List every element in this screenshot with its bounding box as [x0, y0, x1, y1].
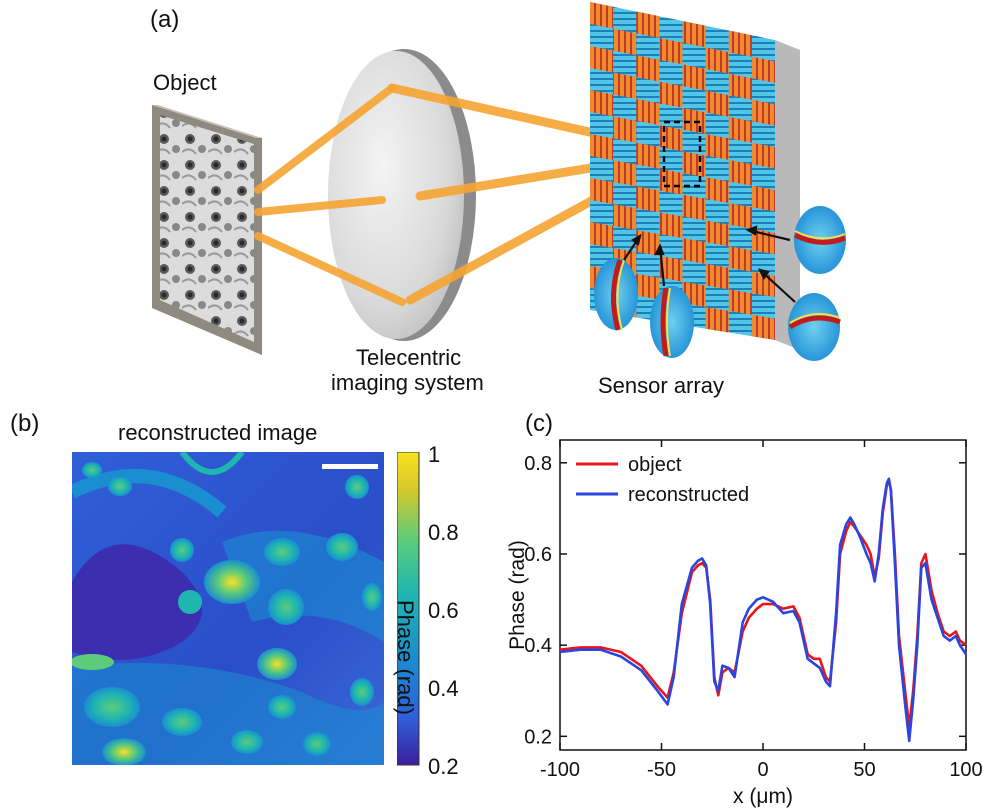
sensor-cell: [705, 47, 729, 74]
sensor-cell: [705, 307, 729, 333]
lens-label-line2: imaging system: [331, 370, 484, 395]
sensor-cell: [590, 46, 614, 73]
x-tick-label: -100: [540, 759, 580, 781]
colorbar-label: Phase (rad): [393, 600, 418, 715]
x-axis-label: x (μm): [733, 785, 793, 808]
sensor-cell: [682, 194, 706, 221]
series-line-object: [559, 479, 967, 729]
sensor-cell: [590, 178, 614, 205]
x-tick-label: 50: [853, 759, 875, 781]
panel-b-letter: (b): [10, 410, 40, 437]
sensor-array-label: Sensor array: [598, 373, 724, 398]
sensor-cell: [682, 151, 706, 178]
sensor-cell: [659, 212, 683, 239]
sensor-cell: [682, 238, 706, 264]
x-tick-label: 100: [949, 759, 982, 781]
legend-label-reconstructed: reconstructed: [628, 484, 749, 506]
sensor-array-board: [590, 2, 800, 350]
sensor-cell: [613, 116, 637, 143]
sensor-cell: [613, 72, 637, 99]
sensor-cell: [705, 133, 729, 160]
sensor-cell: [590, 134, 614, 161]
colorbar: [397, 452, 420, 766]
sensor-disc-2: [650, 286, 694, 358]
sensor-cell: [636, 55, 660, 82]
sensor-cell: [728, 159, 752, 186]
object-slide: [152, 105, 262, 355]
lens-label-line1: Telecentric: [356, 345, 462, 370]
sensor-cell: [682, 64, 706, 91]
y-tick-label: 0.6: [524, 544, 552, 566]
scale-bar: [322, 464, 378, 469]
y-tick-label: 0.8: [524, 453, 552, 475]
sensor-cell: [728, 30, 752, 57]
sensor-cell: [751, 56, 775, 83]
sensor-cell: [728, 73, 752, 100]
y-tick-label: 0.4: [524, 635, 552, 657]
sensor-cell: [705, 263, 729, 290]
sensor-cell: [751, 314, 775, 340]
sensor-cell: [728, 289, 752, 315]
x-tick-label: 0: [757, 759, 768, 781]
sensor-cell: [728, 116, 752, 143]
sensor-cell: [682, 21, 706, 48]
sensor-disc-3: [793, 206, 846, 274]
panel-a-letter: (a): [150, 6, 180, 33]
legend-label-object: object: [628, 454, 682, 476]
sensor-cell: [590, 90, 614, 117]
sensor-cell: [613, 204, 637, 231]
sensor-disc-4: [788, 293, 841, 361]
sensor-cell: [613, 28, 637, 56]
sensor-cell: [636, 186, 660, 213]
sensor-cell: [751, 142, 775, 169]
sensor-cell: [613, 160, 637, 187]
colorbar-tick-2: 0.8: [428, 520, 459, 545]
colorbar-tick-5: 0.2: [428, 754, 459, 779]
y-axis-label: Phase (rad): [506, 540, 529, 650]
panel-c-letter: (c): [525, 410, 553, 437]
sensor-cell: [728, 203, 752, 229]
lens: [328, 49, 476, 341]
sensor-detail-callouts: [594, 206, 846, 361]
sensor-cell: [659, 255, 683, 282]
sensor-cell: [751, 99, 775, 126]
sensor-cell: [659, 38, 683, 65]
sensor-cell: [590, 222, 614, 248]
sensor-cell: [728, 246, 752, 272]
sensor-cell: [705, 220, 729, 247]
sensor-cell: [636, 11, 660, 39]
sensor-cell: [636, 142, 660, 169]
x-tick-label: -50: [647, 759, 676, 781]
sensor-cell: [705, 177, 729, 204]
sensor-disc-1: [594, 258, 638, 331]
sensor-cell: [659, 81, 683, 108]
y-tick-label: 0.2: [524, 726, 552, 748]
colorbar-tick-3: 0.6: [428, 598, 459, 623]
sensor-cell: [636, 273, 660, 300]
reconstructed-phase-image: [72, 452, 384, 765]
sensor-cell: [590, 2, 614, 29]
phase-line-chart: -100 -50 0 50 100 0.2 0.4 0.6 0.8 object reconstr…: [506, 439, 983, 808]
sensor-cell: [751, 185, 775, 212]
sensor-cell: [705, 90, 729, 117]
schematic-diagram: [152, 2, 846, 361]
colorbar-tick-1: 1: [428, 442, 441, 467]
sensor-cell: [659, 168, 683, 195]
object-label: Object: [153, 70, 217, 95]
colorbar-tick-4: 0.4: [428, 676, 459, 701]
sensor-cell: [636, 98, 660, 126]
panel-b-title: reconstructed image: [118, 420, 318, 445]
sensor-cell: [636, 230, 660, 256]
series-line-reconstructed: [559, 477, 968, 743]
